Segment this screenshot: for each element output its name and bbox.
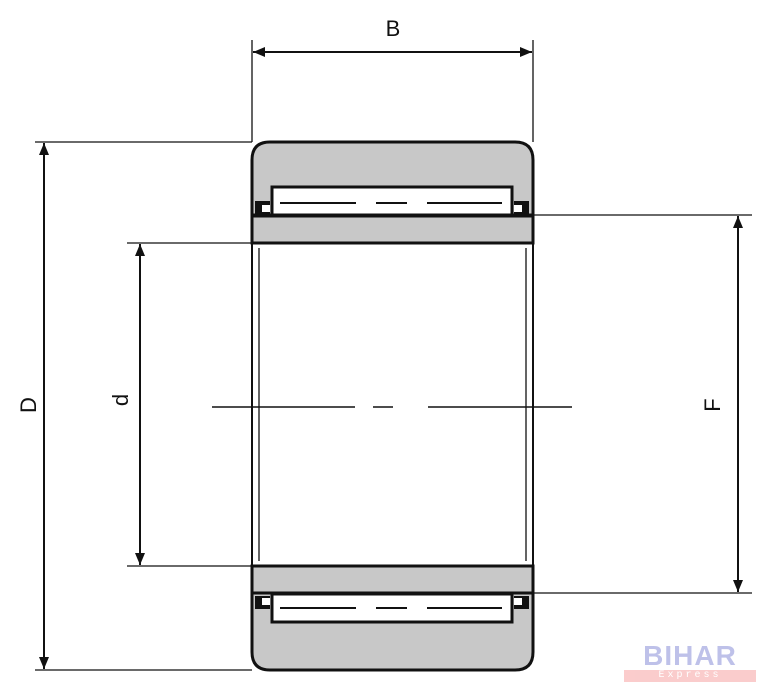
label-d: D: [16, 397, 41, 413]
needle-roller-top: [270, 185, 514, 217]
label-bore: d: [108, 394, 133, 406]
watermark-title: BIHAR: [643, 640, 737, 671]
label-f: F: [700, 398, 725, 411]
label-b: B: [386, 16, 401, 41]
inner-ring-top: [250, 214, 535, 245]
inner-ring-bottom: [250, 564, 535, 595]
watermark-logo: BIHAR Express: [624, 642, 756, 682]
watermark-subtitle: Express: [624, 670, 756, 682]
